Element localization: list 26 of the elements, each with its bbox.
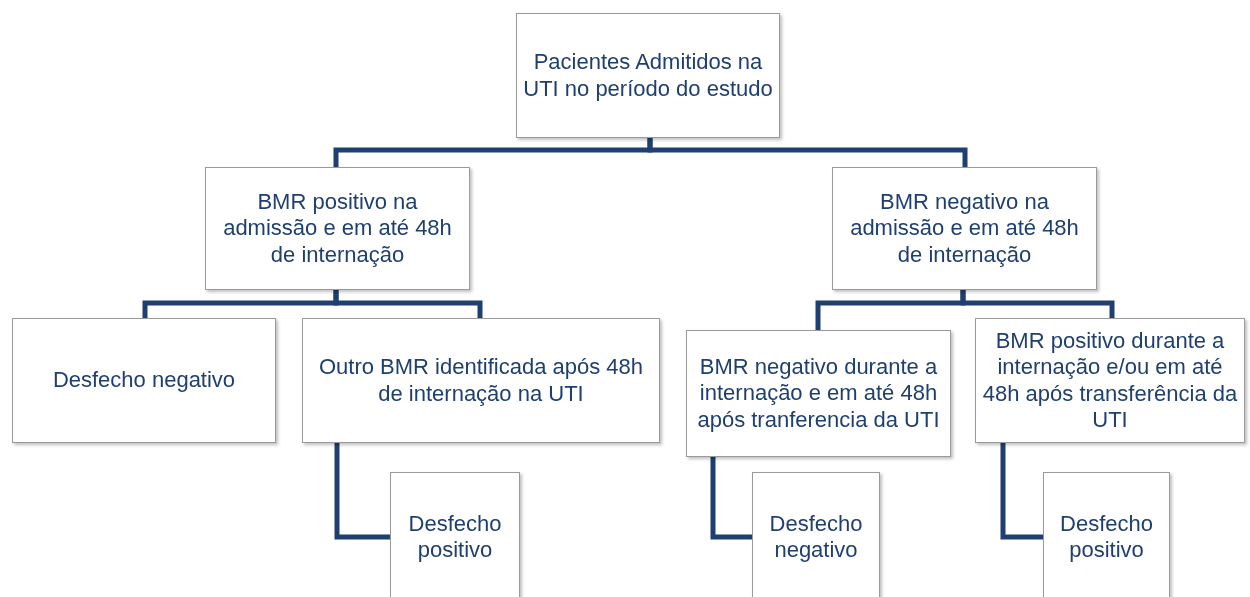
box-label: Desfecho negativo	[52, 367, 236, 394]
process-box	[975, 318, 1245, 443]
connector-line	[1000, 443, 1043, 540]
process-box	[12, 318, 276, 443]
box-label: Desfecho negativo	[768, 510, 864, 564]
process-box	[752, 472, 880, 597]
process-box	[302, 318, 660, 443]
process-box	[390, 472, 520, 597]
connector-line	[710, 457, 752, 540]
box-label: BMR positivo durante a internação e/ou em até 48h após transferência da UTI	[981, 327, 1239, 434]
box-label: Desfecho positivo	[407, 510, 503, 564]
process-box	[686, 330, 951, 457]
process-box	[205, 167, 470, 290]
box-label: BMR positivo na admissão e em até 48h de internação	[222, 188, 453, 269]
process-box	[516, 13, 780, 138]
box-label: BMR negativo durante a internação e em até 48h após tranferencia da UTI	[696, 353, 941, 434]
process-box	[1043, 472, 1170, 597]
process-box	[832, 167, 1097, 290]
box-label: BMR negativo na admissão e em até 48h de internação	[849, 188, 1080, 269]
connector-line	[647, 138, 968, 167]
connector-line	[960, 290, 1115, 318]
box-label: Desfecho positivo	[1059, 510, 1154, 564]
box-label: Outro BMR identificada após 48h de internação na UTI	[317, 354, 645, 407]
connector-line	[334, 443, 390, 540]
connector-line	[333, 290, 483, 318]
box-label: Pacientes Admitidos na UTI no período do estudo	[522, 49, 774, 102]
